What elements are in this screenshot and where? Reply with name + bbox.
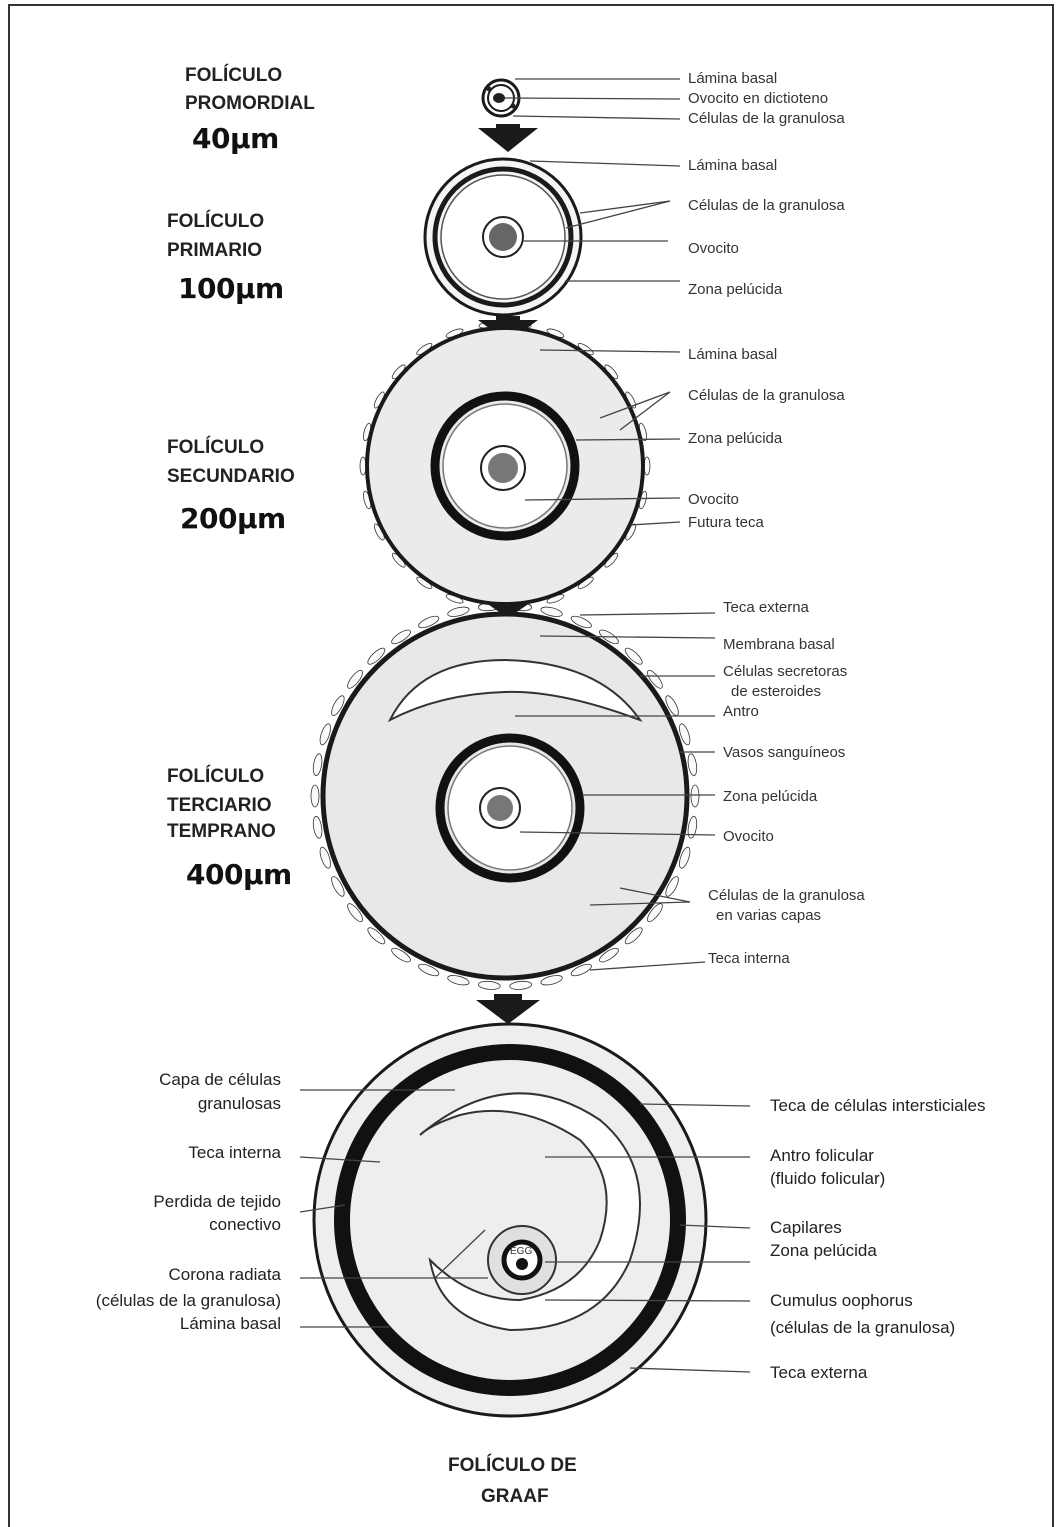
primary-follicle [425, 159, 581, 315]
graaf-label-granulosa-layer-1: Capa de células [60, 1071, 281, 1090]
secondary-label-future-theca: Futura teca [688, 515, 764, 532]
tertiary-size: 400µm [186, 860, 292, 891]
graaf-label-corona-granulosa: (células de la granulosa) [60, 1292, 281, 1311]
tertiary-title-line-2: TERCIARIO [167, 796, 272, 817]
primordial-size: 40µm [192, 124, 279, 155]
tertiary-label-antrum: Antro [723, 704, 759, 721]
graaf-label-cumulus-granulosa: (células de la granulosa) [770, 1319, 955, 1338]
primary-label-zona-pellucida: Zona pelúcida [688, 282, 782, 299]
graafian-follicle: EGG [314, 1024, 706, 1416]
down-arrow-4 [476, 1000, 540, 1024]
graaf-label-connective-loss-2: conectivo [60, 1216, 281, 1235]
graaf-label-zona-pellucida: Zona pelúcida [770, 1242, 877, 1261]
secondary-label-zona-pellucida: Zona pelúcida [688, 431, 782, 448]
tertiary-label-granulosa: Células de la granulosa [708, 888, 865, 905]
tertiary-label-basement-membrane: Membrana basal [723, 637, 835, 654]
tertiary-label-theca-externa: Teca externa [723, 600, 809, 617]
graaf-label-capillaries: Capilares [770, 1219, 842, 1238]
primordial-label-basal-lamina: Lámina basal [688, 71, 777, 88]
graaf-title-line-2: GRAAF [481, 1487, 549, 1508]
tertiary-title-line-3: TEMPRANO [167, 822, 276, 843]
tertiary-label-blood-vessels: Vasos sanguíneos [723, 745, 845, 762]
primordial-label-granulosa: Células de la granulosa [688, 111, 845, 128]
primordial-title-line-1: FOLÍCULO [185, 66, 282, 87]
tertiary-title-line-1: FOLÍCULO [167, 767, 264, 788]
secondary-label-oocyte: Ovocito [688, 492, 739, 509]
down-arrow-1 [478, 128, 538, 152]
primary-title-line-1: FOLÍCULO [167, 212, 264, 233]
tertiary-label-multiple-layers: en varias capas [716, 908, 821, 925]
graaf-label-interstitial-theca: Teca de células intersticiales [770, 1097, 985, 1116]
tertiary-label-secretory-cells: Células secretoras [723, 664, 847, 681]
graaf-label-cumulus: Cumulus oophorus [770, 1292, 913, 1311]
tertiary-label-theca-interna: Teca interna [708, 951, 790, 968]
tertiary-label-zona-pellucida: Zona pelúcida [723, 789, 817, 806]
primordial-label-oocyte: Ovocito en dictioteno [688, 91, 828, 108]
graaf-label-theca-externa: Teca externa [770, 1364, 867, 1383]
graaf-label-follicular-fluid: (fluido folicular) [770, 1170, 885, 1189]
graaf-title-line-1: FOLÍCULO DE [448, 1456, 577, 1477]
secondary-follicle [367, 328, 643, 604]
primary-size: 100µm [178, 274, 284, 305]
secondary-label-basal-lamina: Lámina basal [688, 347, 777, 364]
secondary-label-granulosa: Células de la granulosa [688, 388, 845, 405]
early-tertiary-follicle [323, 614, 687, 978]
primordial-title-line-2: PROMORDIAL [185, 94, 315, 115]
graaf-label-basal-lamina: Lámina basal [60, 1315, 281, 1334]
secondary-size: 200µm [180, 504, 286, 535]
primary-label-granulosa: Células de la granulosa [688, 198, 845, 215]
tertiary-label-steroids: de esteroides [731, 684, 821, 701]
graaf-label-theca-interna: Teca interna [60, 1144, 281, 1163]
primary-label-oocyte: Ovocito [688, 241, 739, 258]
graaf-label-granulosa-layer-2: granulosas [60, 1095, 281, 1114]
secondary-title-line-2: SECUNDARIO [167, 467, 295, 488]
egg-text: EGG [510, 1246, 532, 1257]
graaf-label-corona-radiata: Corona radiata [60, 1266, 281, 1285]
tertiary-label-oocyte: Ovocito [723, 829, 774, 846]
primary-label-basal-lamina: Lámina basal [688, 158, 777, 175]
primary-title-line-2: PRIMARIO [167, 241, 262, 262]
graaf-label-connective-loss-1: Perdida de tejido [60, 1193, 281, 1212]
graaf-label-follicular-antrum: Antro folicular [770, 1147, 874, 1166]
secondary-title-line-1: FOLÍCULO [167, 438, 264, 459]
